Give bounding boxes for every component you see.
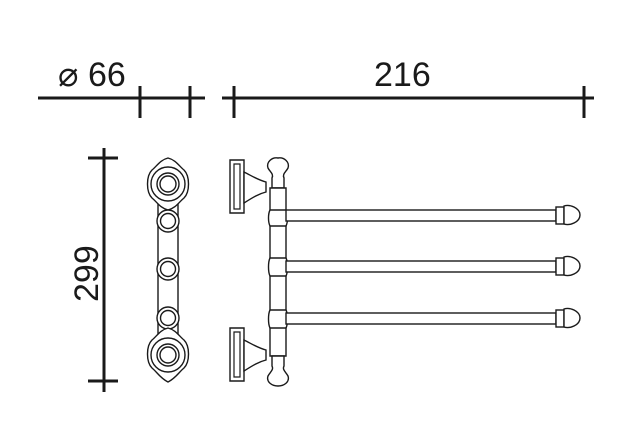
arm-3-collar bbox=[555, 309, 565, 328]
side-top-wall-plate bbox=[229, 157, 290, 214]
side-view bbox=[229, 157, 581, 387]
arm-3-rod bbox=[285, 312, 557, 325]
height-dimension: 299 bbox=[68, 148, 118, 392]
arm-2-collar bbox=[555, 257, 565, 276]
front-knuckle-3 bbox=[156, 306, 180, 330]
towel-arm-2 bbox=[267, 255, 581, 277]
arm-1-collar bbox=[555, 206, 565, 225]
diameter-value: 66 bbox=[88, 56, 126, 94]
diameter-dimension: ⌀ 66 bbox=[38, 56, 205, 118]
arm-1-knuckle bbox=[267, 209, 289, 227]
arm-1-end-knob bbox=[563, 204, 581, 226]
front-top-rosette bbox=[146, 157, 190, 211]
front-knuckle-2 bbox=[156, 257, 180, 281]
arm-3-end-knob bbox=[563, 307, 581, 329]
towel-arm-3 bbox=[267, 307, 581, 329]
arm-2-knuckle bbox=[267, 257, 289, 277]
side-bottom-wall-plate bbox=[229, 327, 290, 387]
diameter-symbol: ⌀ bbox=[58, 56, 78, 94]
front-bottom-rosette bbox=[146, 327, 190, 383]
width-dimension: 216 bbox=[222, 56, 594, 118]
height-value: 299 bbox=[68, 245, 106, 302]
arm-2-rod bbox=[285, 260, 557, 273]
arm-2-end-knob bbox=[563, 255, 581, 277]
width-value: 216 bbox=[374, 56, 431, 94]
front-view bbox=[146, 157, 190, 383]
arm-1-rod bbox=[285, 209, 557, 222]
towel-arm-1 bbox=[267, 204, 581, 227]
front-knuckle-1 bbox=[156, 209, 180, 233]
arm-3-knuckle bbox=[267, 309, 289, 329]
